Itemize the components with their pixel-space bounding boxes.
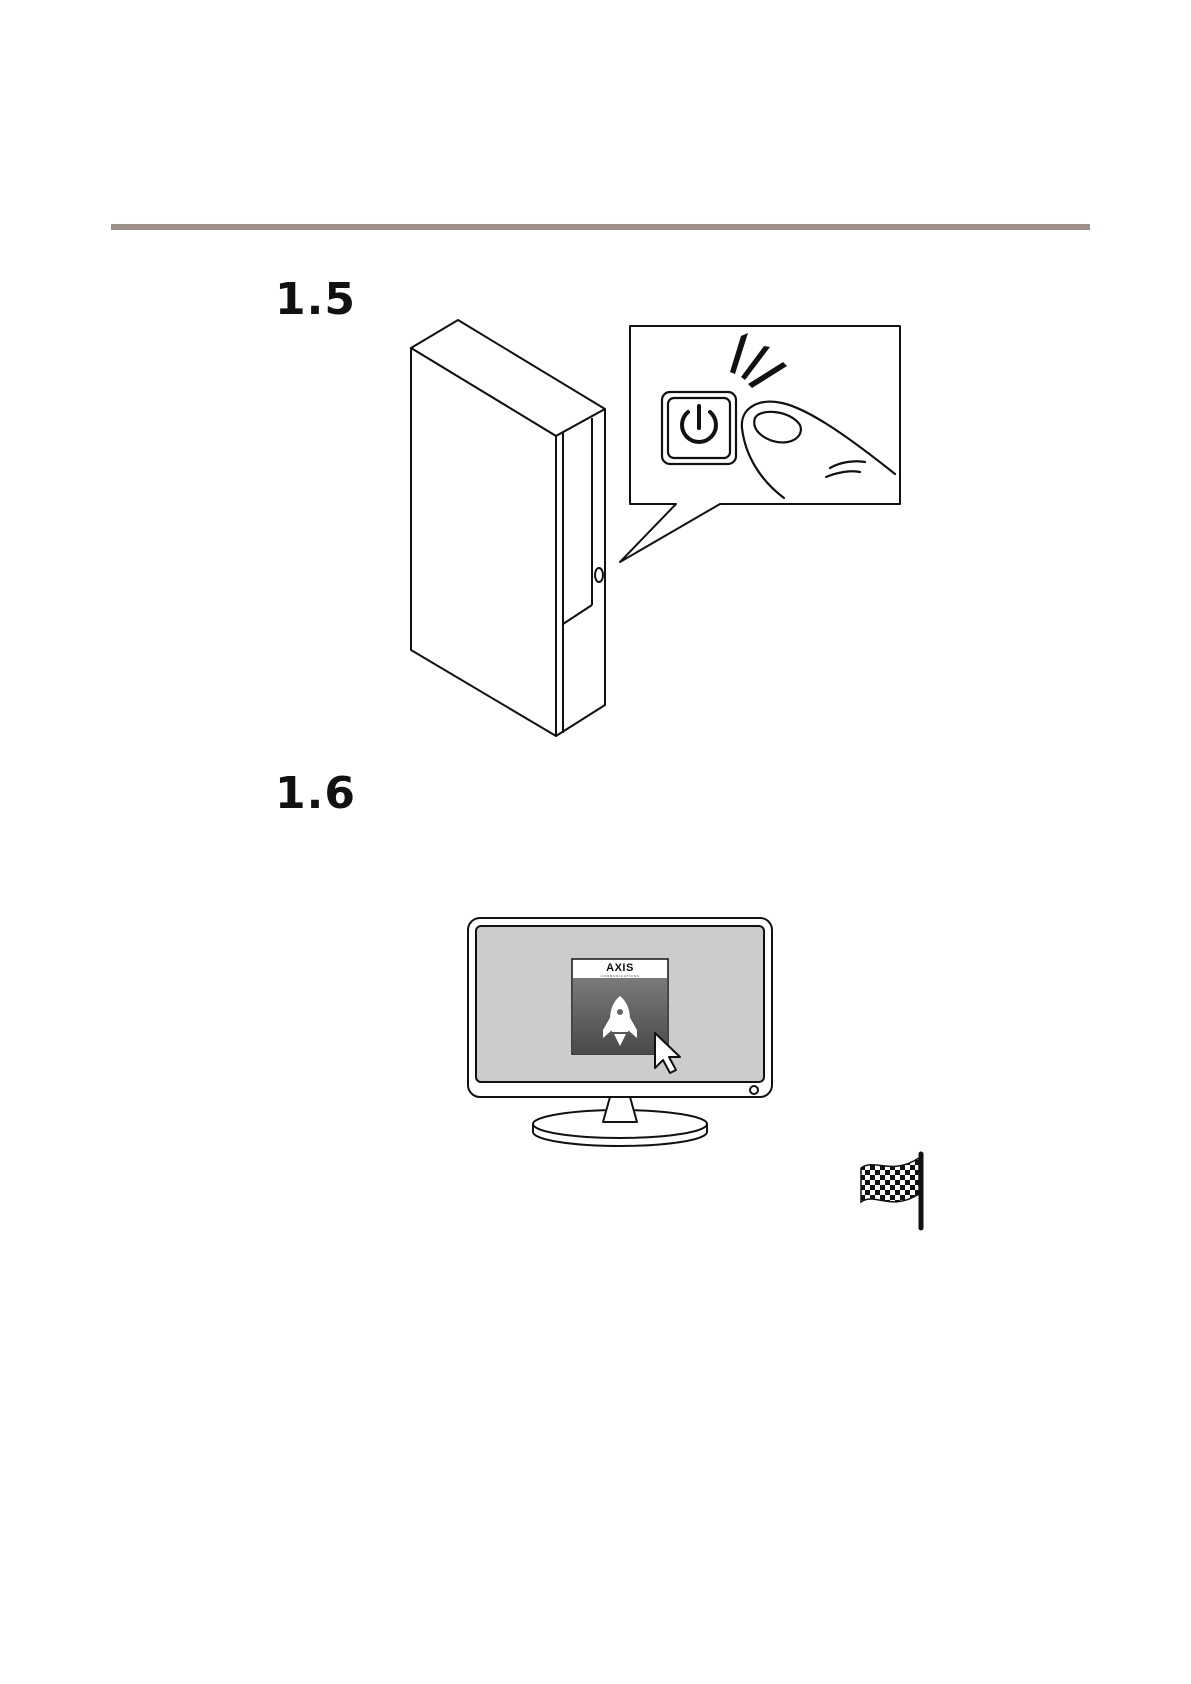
axis-logo: AXIS COMMUNICATIONS xyxy=(573,960,667,978)
step-number-1-6: 1.6 xyxy=(275,768,356,819)
monitor-illustration xyxy=(460,910,780,1150)
step-number-1-5: 1.5 xyxy=(275,274,356,325)
axis-logo-subtext: COMMUNICATIONS xyxy=(573,974,667,978)
axis-logo-text: AXIS xyxy=(606,962,634,974)
power-icon xyxy=(662,392,736,464)
header-divider xyxy=(111,224,1090,230)
checkered-flag-icon xyxy=(855,1150,930,1230)
server-power-illustration xyxy=(400,310,920,740)
